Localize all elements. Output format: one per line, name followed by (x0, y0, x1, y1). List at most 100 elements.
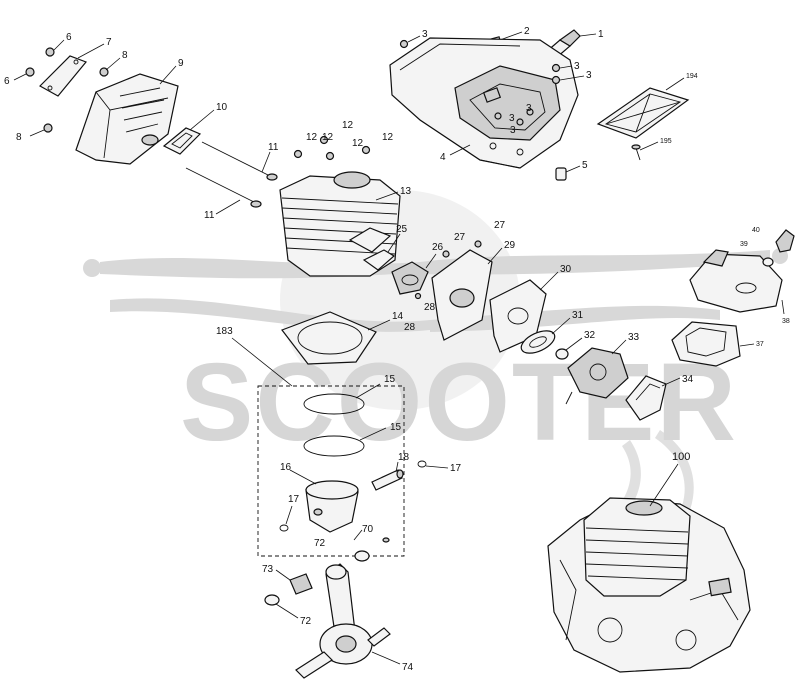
label-15a: 15 (384, 374, 396, 385)
leader-16 (289, 469, 317, 485)
leader-9 (159, 65, 177, 85)
gasket-part-31 (520, 330, 556, 354)
label-183: 183 (216, 326, 233, 337)
label-12b: 12 (342, 120, 354, 131)
label-6a: 6 (66, 32, 72, 43)
label-1: 1 (598, 29, 604, 40)
leader-11a (261, 151, 271, 173)
top-cover-part (389, 37, 579, 169)
label-3c: 3 (586, 70, 592, 81)
label-16: 16 (280, 462, 292, 473)
leader-183 (231, 337, 293, 387)
label-29: 29 (504, 240, 516, 251)
leader-3a (407, 35, 421, 43)
leader-32 (565, 337, 583, 351)
label-18: 18 (398, 452, 410, 463)
washer-part-39 (762, 257, 774, 267)
label-28a: 28 (404, 322, 416, 333)
leader-194 (665, 77, 685, 91)
filter-plate-part (596, 87, 690, 139)
label-25: 25 (396, 224, 408, 235)
label-74: 74 (402, 662, 414, 673)
leader-70 (353, 529, 363, 541)
clip-part-28 (414, 292, 422, 300)
label-26: 26 (432, 242, 444, 253)
label-38: 38 (782, 318, 790, 325)
bolt-part-11 (185, 141, 278, 208)
label-12a: 12 (306, 132, 318, 143)
leader-100 (649, 463, 679, 507)
label-12d: 12 (352, 138, 364, 149)
piston-part (305, 480, 359, 533)
leader-18 (395, 461, 399, 473)
leader-6b (13, 73, 27, 81)
label-2: 2 (524, 26, 530, 37)
leader-15a (355, 383, 381, 399)
label-13: 13 (400, 186, 412, 197)
leader-3c (559, 75, 585, 81)
leader-31 (551, 317, 571, 335)
label-33: 33 (628, 332, 640, 343)
leader-14 (367, 319, 391, 331)
label-6b: 6 (4, 76, 10, 87)
leader-72b (275, 603, 299, 619)
label-15b: 15 (390, 422, 402, 433)
leader-2 (499, 31, 523, 41)
leader-195 (639, 141, 659, 151)
leader-30 (539, 271, 559, 291)
leader-38 (781, 299, 785, 315)
flange-part-25 (362, 249, 396, 271)
leader-10 (189, 109, 215, 131)
label-3e: 3 (510, 125, 516, 136)
label-194: 194 (686, 73, 698, 80)
leader-29 (487, 247, 503, 265)
piston-ring-part (303, 393, 365, 457)
leader-15b (359, 427, 387, 441)
label-3a: 3 (422, 29, 428, 40)
gasket-part-10 (162, 127, 202, 155)
label-70: 70 (362, 524, 374, 535)
leader-8a (105, 57, 121, 71)
knob-part-40 (775, 229, 795, 253)
leader-3b (559, 65, 573, 69)
label-10: 10 (216, 102, 228, 113)
label-5: 5 (582, 160, 588, 171)
intake-part-26 (391, 261, 429, 295)
intake-plate-part (431, 249, 493, 341)
leader-11b (215, 199, 241, 215)
screw-part-27 (442, 250, 450, 258)
leader-74 (371, 651, 401, 665)
grommet-part-5 (555, 167, 567, 181)
air-filter-cover-part (689, 249, 783, 313)
label-72b: 72 (300, 616, 312, 627)
piston-pin-part (371, 469, 404, 491)
leader-73 (275, 569, 291, 581)
crankshaft-part (295, 563, 391, 679)
label-3b: 3 (574, 61, 580, 72)
label-7: 7 (106, 37, 112, 48)
label-11b: 11 (204, 210, 215, 221)
carburetor-part (565, 347, 629, 405)
circlip-part-17 (279, 460, 427, 532)
label-34: 34 (682, 374, 694, 385)
label-37: 37 (756, 341, 764, 348)
label-12e: 12 (382, 132, 394, 143)
base-gasket-part (281, 311, 377, 365)
label-28b: 28 (424, 302, 436, 313)
leader-13 (375, 191, 399, 201)
screw-part-3 (399, 39, 561, 126)
label-14: 14 (392, 311, 404, 322)
label-100: 100 (672, 451, 690, 463)
label-17a: 17 (450, 463, 462, 474)
label-39: 39 (740, 241, 748, 248)
leader-37 (739, 343, 755, 347)
piston-kit-group-box (257, 385, 405, 557)
leader-7 (77, 43, 105, 59)
label-4: 4 (440, 152, 446, 163)
screw-part-12 (293, 135, 371, 161)
leader-17a (425, 465, 449, 469)
label-27b: 27 (494, 220, 506, 231)
label-27a: 27 (454, 232, 466, 243)
label-195: 195 (660, 138, 672, 145)
